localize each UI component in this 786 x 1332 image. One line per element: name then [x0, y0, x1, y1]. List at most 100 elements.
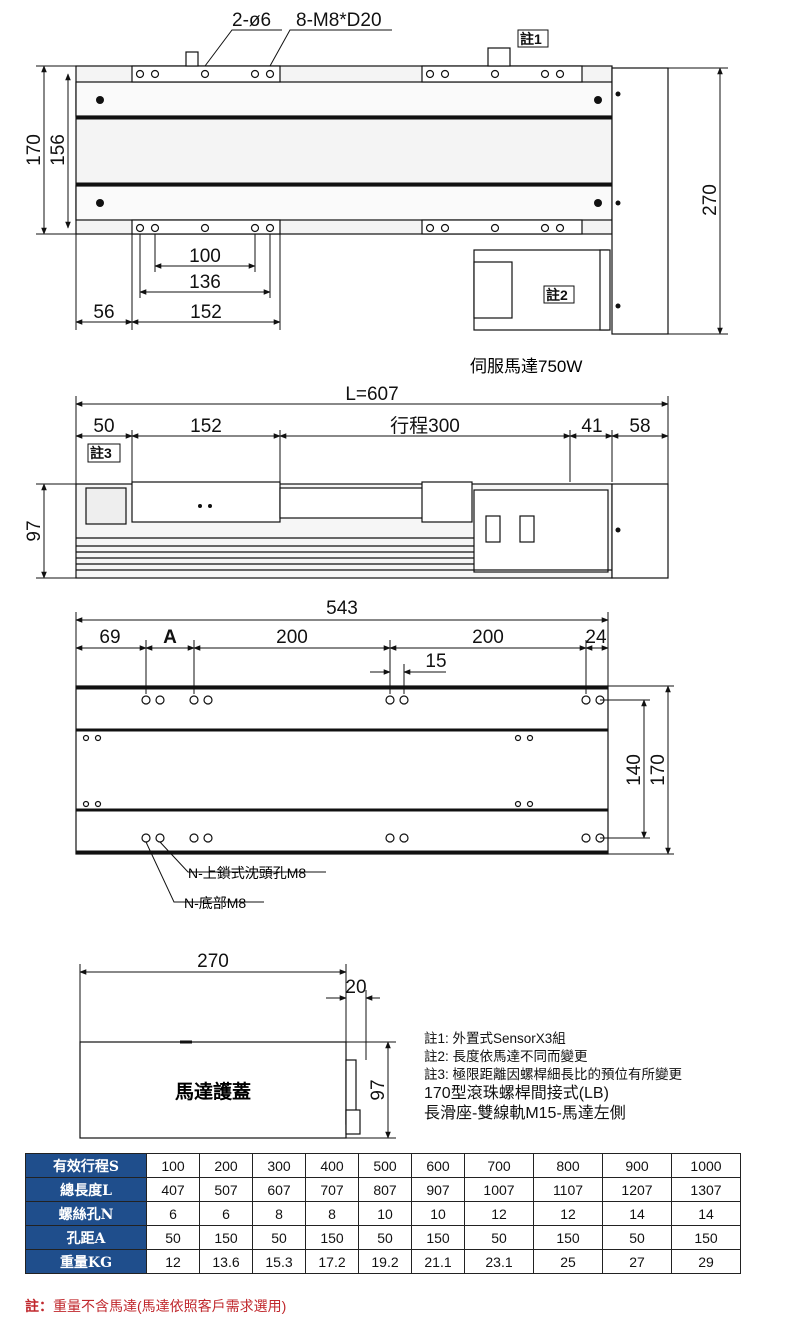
table-cell: 400	[305, 1153, 359, 1178]
notes-block: 註1: 外置式SensorX3組 註2: 長度依馬達不同而變更 註3: 極限距離…	[424, 1030, 682, 1124]
dim-24: 24	[585, 627, 607, 648]
note3-tag: 註3	[90, 445, 112, 461]
table-cell: 29	[671, 1249, 741, 1274]
table-cell: 15.3	[252, 1249, 306, 1274]
table-cell: 300	[252, 1153, 306, 1178]
dim-50: 50	[93, 416, 114, 437]
table-cell: 19.2	[358, 1249, 412, 1274]
row-header: 螺絲孔N	[25, 1201, 147, 1226]
dim-140: 140	[624, 754, 645, 786]
table-cell: 50	[464, 1225, 534, 1250]
callout-hole: 2-ø6	[232, 10, 271, 31]
drawing-canvas: 2-ø6 8-M8*D20 註1 註2 170 156 270 100 136 …	[24, 10, 728, 1139]
table-cell: 200	[199, 1153, 253, 1178]
table-cell: 807	[358, 1177, 412, 1202]
motor-cover	[79, 1041, 347, 1139]
dim-97-side: 97	[24, 520, 45, 541]
cover-view	[79, 1040, 361, 1139]
model-line-2: 長滑座-雙線軌M15-馬達左側	[424, 1105, 626, 1122]
table-cell: 607	[252, 1177, 306, 1202]
dim-170-bottom: 170	[648, 754, 669, 786]
table-cell: 100	[146, 1153, 200, 1178]
table-cell: 150	[199, 1225, 253, 1250]
table-cell: 10	[411, 1201, 465, 1226]
table-cell: 150	[533, 1225, 603, 1250]
motor-label: 伺服馬達750W	[470, 357, 582, 376]
callout-bolt: 8-M8*D20	[296, 10, 382, 31]
table-cell: 50	[252, 1225, 306, 1250]
label-bottom-hole: N-底部M8	[184, 895, 246, 911]
table-cell: 50	[602, 1225, 672, 1250]
footnote-text: 重量不含馬達(馬達依照客戶需求選用)	[53, 1298, 287, 1314]
note2-tag: 註2	[546, 287, 568, 303]
row-header: 孔距A	[25, 1225, 147, 1250]
row-header: 總長度L	[25, 1177, 147, 1202]
table-cell: 800	[533, 1153, 603, 1178]
dim-20: 20	[345, 977, 366, 998]
dim-length: L=607	[345, 384, 398, 405]
dim-152-side: 152	[190, 416, 222, 437]
table-cell: 14	[671, 1201, 741, 1226]
dim-136: 136	[189, 272, 221, 293]
row-header: 重量KG	[25, 1249, 147, 1274]
weight-footnote: 註：重量不含馬達(馬達依照客戶需求選用)	[25, 1296, 286, 1316]
side-view	[75, 481, 669, 579]
table-cell: 23.1	[464, 1249, 534, 1274]
cover-label: 馬達護蓋	[175, 1080, 251, 1103]
note-1: 註1: 外置式SensorX3組	[424, 1031, 566, 1046]
table-cell: 10	[358, 1201, 412, 1226]
note-3: 註3: 極限距離因螺桿細長比的預位有所變更	[424, 1067, 683, 1082]
table-cell: 1307	[671, 1177, 741, 1202]
model-line-1: 170型滾珠螺桿間接式(LB)	[424, 1085, 609, 1102]
table-cell: 8	[252, 1201, 306, 1226]
dim-100: 100	[189, 246, 221, 267]
dim-stroke: 行程300	[390, 415, 460, 437]
table-cell: 150	[671, 1225, 741, 1250]
footnote-prefix: 註：	[25, 1298, 53, 1314]
dim-270-cover: 270	[197, 951, 229, 972]
dim-156-top: 156	[48, 134, 69, 166]
dim-270-top: 270	[700, 184, 721, 216]
carriage-side	[131, 481, 281, 523]
dim-A: A	[163, 627, 177, 648]
table-cell: 150	[305, 1225, 359, 1250]
table-cell: 407	[146, 1177, 200, 1202]
note1-tag: 註1	[520, 31, 542, 47]
table-cell: 25	[533, 1249, 603, 1274]
table-cell: 50	[358, 1225, 412, 1250]
dim-58: 58	[629, 416, 650, 437]
table-cell: 1000	[671, 1153, 741, 1178]
dim-15: 15	[425, 651, 446, 672]
table-cell: 600	[411, 1153, 465, 1178]
note-2: 註2: 長度依馬達不同而變更	[424, 1049, 588, 1064]
dim-41: 41	[581, 416, 602, 437]
table-cell: 27	[602, 1249, 672, 1274]
row-header: 有效行程S	[25, 1153, 147, 1178]
bottom-view	[75, 685, 609, 855]
table-cell: 21.1	[411, 1249, 465, 1274]
table-cell: 500	[358, 1153, 412, 1178]
table-cell: 14	[602, 1201, 672, 1226]
table-cell: 8	[305, 1201, 359, 1226]
dim-152-top: 152	[190, 302, 222, 323]
dim-56: 56	[93, 302, 114, 323]
table-cell: 900	[602, 1153, 672, 1178]
table-cell: 1007	[464, 1177, 534, 1202]
dim-200a: 200	[276, 627, 308, 648]
table-cell: 12	[533, 1201, 603, 1226]
dim-69: 69	[99, 627, 120, 648]
table-cell: 707	[305, 1177, 359, 1202]
table-cell: 1107	[533, 1177, 603, 1202]
table-cell: 907	[411, 1177, 465, 1202]
table-cell: 700	[464, 1153, 534, 1178]
table-cell: 6	[199, 1201, 253, 1226]
dim-170-top: 170	[24, 134, 45, 166]
table-cell: 1207	[602, 1177, 672, 1202]
label-counterbore: N-上鎖式沈頭孔M8	[188, 865, 306, 881]
